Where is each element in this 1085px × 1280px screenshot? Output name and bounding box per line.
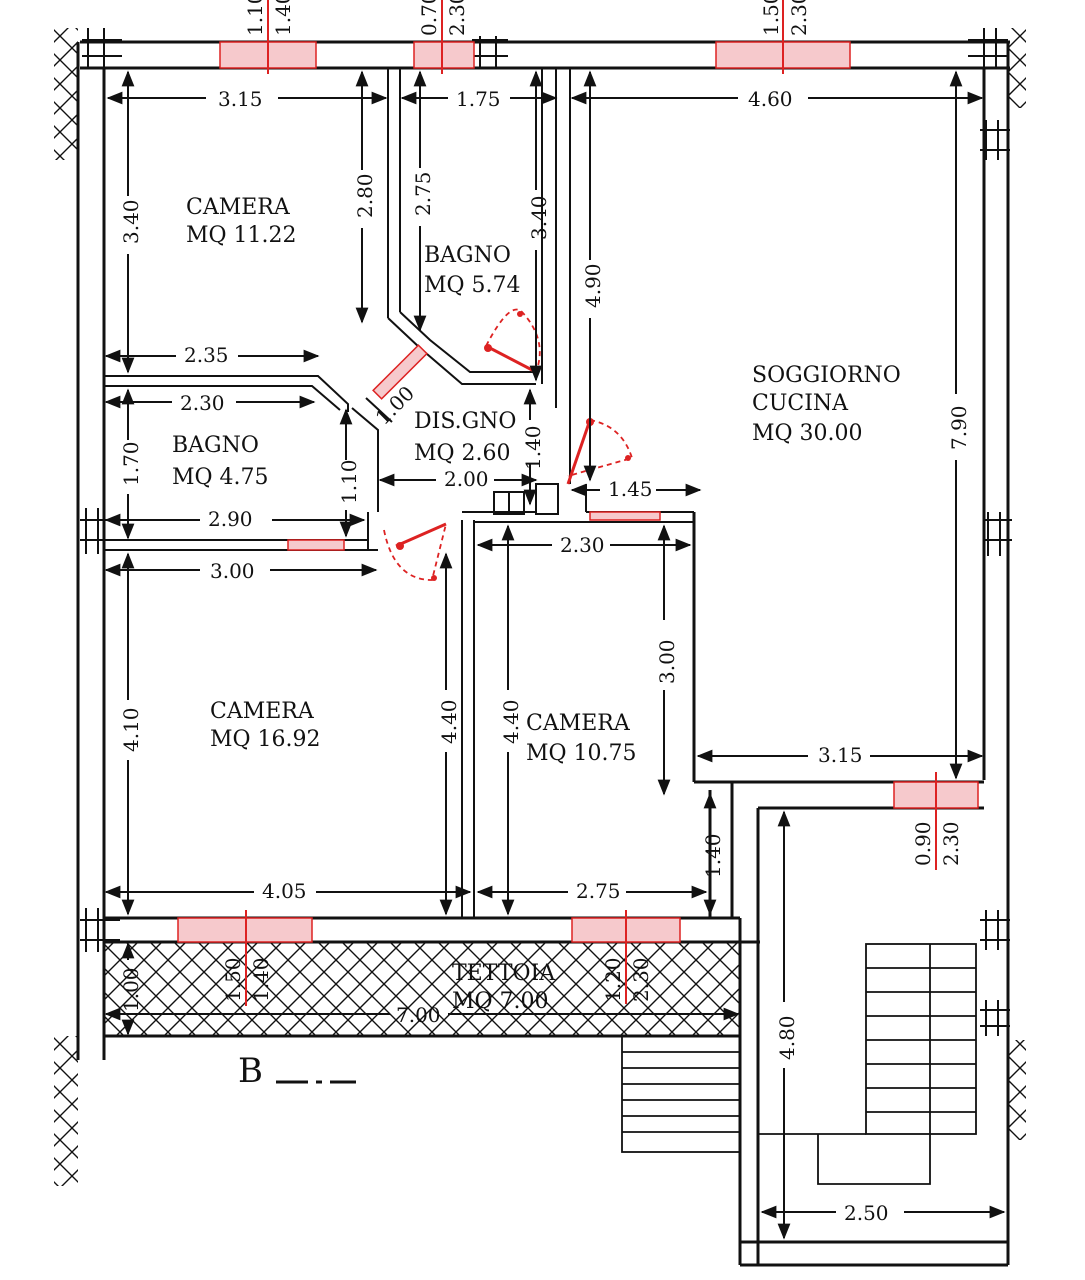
dim-490: 4.90 <box>581 263 605 308</box>
dim-140-b: 1.40 <box>701 833 725 878</box>
dim-200: 2.00 <box>444 467 489 491</box>
dim-100-v: 1.00 <box>119 967 143 1012</box>
win4-bottom: 2.30 <box>939 821 963 866</box>
window-labels: 1.10 1.40 0.70 2.30 1.50 2.30 0.90 2.30 … <box>221 0 963 1002</box>
bagno-top-area: MQ 5.74 <box>424 273 521 298</box>
disimpegno-name: DIS.GNO <box>414 409 516 434</box>
dim-460: 4.60 <box>748 87 793 111</box>
win5-top: 1.50 <box>221 957 245 1002</box>
win1-bottom: 1.40 <box>271 0 295 36</box>
internal-walls <box>104 68 694 918</box>
dim-230-b: 2.30 <box>560 533 605 557</box>
win2-top: 0.70 <box>417 0 441 36</box>
camera-top-area: MQ 11.22 <box>186 223 297 248</box>
camera-mid-area: MQ 10.75 <box>526 741 637 766</box>
dim-290: 2.90 <box>208 507 253 531</box>
win3-bottom: 2.30 <box>787 0 811 36</box>
dim-275: 2.75 <box>411 171 435 216</box>
dim-140-a: 1.40 <box>521 425 545 470</box>
dim-175: 1.75 <box>456 87 501 111</box>
soggiorno-name: SOGGIORNO <box>752 363 901 388</box>
dim-340-left: 3.40 <box>119 199 143 244</box>
windows <box>177 0 979 1006</box>
win2-bottom: 2.30 <box>445 0 469 36</box>
dim-300-b: 3.00 <box>655 639 679 684</box>
win6-bottom: 2.30 <box>629 957 653 1002</box>
dimension-lines <box>104 70 1006 1240</box>
dim-110: 1.10 <box>337 459 361 504</box>
dim-280: 2.80 <box>353 173 377 218</box>
stairs <box>621 943 977 1185</box>
bagno-left-area: MQ 4.75 <box>172 465 269 490</box>
win6-top: 1.20 <box>601 957 625 1002</box>
dim-340-mid: 3.40 <box>527 195 551 240</box>
dim-790: 7.90 <box>947 405 971 450</box>
dim-480: 4.80 <box>775 1015 799 1060</box>
dim-405: 4.05 <box>262 879 307 903</box>
dim-300-a: 3.00 <box>210 559 255 583</box>
dim-145: 1.45 <box>608 477 653 501</box>
dim-700: 7.00 <box>396 1003 441 1027</box>
room-labels: CAMERA MQ 11.22 BAGNO MQ 5.74 SOGGIORNO … <box>172 195 901 1014</box>
win4-top: 0.90 <box>911 821 935 866</box>
dim-250: 2.50 <box>844 1201 889 1225</box>
doors <box>372 308 634 581</box>
dim-275-b: 2.75 <box>576 879 621 903</box>
cucina-name: CUCINA <box>752 391 849 416</box>
dim-440-a: 4.40 <box>437 699 461 744</box>
tettoia-name: TETTOIA <box>452 961 556 986</box>
dim-410: 4.10 <box>119 707 143 752</box>
bagno-top-name: BAGNO <box>424 243 511 268</box>
outer-walls <box>76 40 1010 1267</box>
dim-170: 1.70 <box>119 441 143 486</box>
tettoia-area: MQ 7.00 <box>452 989 549 1014</box>
dim-440-b: 4.40 <box>499 699 523 744</box>
dim-235: 2.35 <box>184 343 229 367</box>
camera-left-area: MQ 16.92 <box>210 727 321 752</box>
dimension-labels: 3.15 1.75 4.60 3.40 2.80 2.75 3.40 4.90 … <box>119 87 971 1225</box>
left-wall-hatch-top <box>56 24 78 25</box>
bagno-left-name: BAGNO <box>172 433 259 458</box>
camera-left-name: CAMERA <box>210 699 315 724</box>
tettoia-hatch <box>104 942 740 1036</box>
win3-top: 1.50 <box>759 0 783 36</box>
dim-315-b: 3.15 <box>818 743 863 767</box>
disimpegno-area: MQ 2.60 <box>414 441 511 466</box>
left-hatch-strip <box>54 28 1026 1186</box>
dim-315-top: 3.15 <box>218 87 263 111</box>
column-markers <box>80 28 1012 1036</box>
section-label: B <box>238 1051 263 1091</box>
camera-mid-name: CAMERA <box>526 711 631 736</box>
soggiorno-area: MQ 30.00 <box>752 421 863 446</box>
section-marker: B <box>238 1051 356 1091</box>
win5-bottom: 1.40 <box>249 957 273 1002</box>
win1-top: 1.10 <box>243 0 267 36</box>
camera-top-name: CAMERA <box>186 195 291 220</box>
dim-230-a: 2.30 <box>180 391 225 415</box>
